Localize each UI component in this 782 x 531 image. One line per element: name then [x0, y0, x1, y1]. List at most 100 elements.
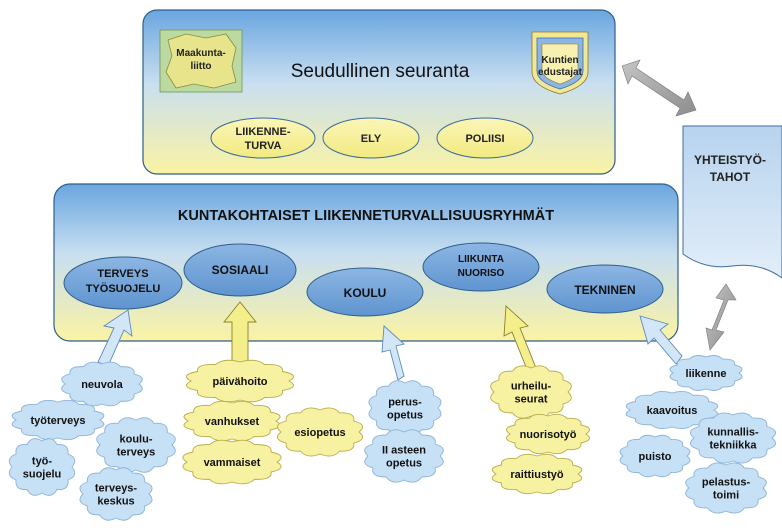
kuntien-line1: Kuntien: [541, 55, 578, 66]
cloud-technical-1-label-0: kaavoitus: [647, 405, 698, 417]
double-arrow-partners-technical: [705, 283, 737, 351]
cloud-youth-0-label-0: urheilu-: [511, 380, 552, 392]
cloud-health-2: koulu-terveys: [96, 417, 176, 473]
group-sosiaali-oval: SOSIAALI: [183, 243, 297, 297]
up-arrow-technical: [639, 315, 683, 365]
municipal-title: KUNTAKOHTAISET LIIKENNETURVALLISUUSRYHMÄ…: [178, 207, 554, 224]
agency-poliisi-oval: POLIISI: [436, 117, 534, 159]
cloud-health-3-label-1: suojelu: [23, 468, 62, 480]
agency-ely-oval: ELY: [322, 117, 420, 159]
cloud-technical-0-label-0: liikenne: [686, 368, 727, 380]
cloud-youth-2-shape: [491, 453, 583, 495]
cloud-school-0-shape: [368, 380, 442, 436]
cloud-social-0-shape: [186, 359, 294, 403]
cloud-youth-1-label-0: nuorisotyö: [520, 429, 577, 441]
cloud-health-3-shape: [8, 438, 76, 496]
cloud-technical-1-shape: [625, 390, 719, 430]
cloud-health-3-label-0: työ-: [32, 455, 53, 467]
cloud-technical-2-label-1: tekniikka: [709, 439, 757, 451]
cloud-technical-4-shape: [685, 462, 767, 514]
cloud-youth-0: urheilu-seurat: [490, 365, 572, 419]
regional-title: Seudullinen seuranta: [291, 61, 470, 82]
agency-liikenneturva-line1: LIIKENNE-: [236, 126, 291, 138]
up-arrow-school: [381, 325, 405, 381]
double-arrow-regional-partners: [621, 59, 697, 117]
regional-monitoring-box: Seudullinen seuranta Maakunta- liitto Ku…: [142, 9, 616, 175]
cloud-technical-4-label-1: toimi: [713, 489, 739, 501]
municipal-groups-box: KUNTAKOHTAISET LIIKENNETURVALLISUUSRYHMÄ…: [53, 183, 679, 342]
cloud-layer: neuvola työterveys koulu-terveys työ-suojel…: [8, 355, 777, 521]
maakuntaliitto-map-icon: Maakunta- liitto: [159, 29, 243, 93]
cloud-health-1-label-0: työterveys: [30, 415, 85, 427]
cloud-school-1-shape: [364, 429, 444, 483]
cloud-health-4-shape: [79, 467, 153, 521]
partners-document: YHTEISTYÖ- TAHOT: [682, 125, 782, 279]
cloud-youth-1-shape: [506, 413, 590, 455]
up-arrow-youth: [503, 305, 537, 373]
cloud-technical-2-shape: [689, 412, 777, 464]
cloud-health-1-shape: [11, 399, 105, 441]
cloud-youth-2-label-0: raittiustyö: [510, 469, 563, 481]
cloud-social-2-shape: [276, 407, 364, 457]
up-arrow-health: [97, 309, 133, 367]
cloud-health-2-label-1: terveys: [117, 446, 156, 458]
group-liikunta-line2: NUORISO: [458, 268, 505, 279]
cloud-health-2-label-0: koulu-: [120, 433, 153, 445]
cloud-social-2: esiopetus: [276, 407, 364, 457]
maakunta-line1: Maakunta-: [176, 48, 225, 59]
cloud-technical-0-shape: [669, 355, 743, 391]
cloud-technical-4: pelastus-toimi: [685, 462, 767, 514]
cloud-technical-0: liikenne: [669, 355, 743, 391]
group-terveys-oval: TERVEYS TYÖSUOJELU: [63, 256, 183, 310]
cloud-school-1-label-0: II asteen: [382, 444, 426, 456]
cloud-technical-3-label-0: puisto: [639, 451, 672, 463]
maakunta-line2: liitto: [190, 61, 211, 72]
cloud-school-0-label-1: opetus: [387, 409, 423, 421]
cloud-social-3-shape: [182, 439, 282, 485]
cloud-technical-2: kunnallis-tekniikka: [689, 412, 777, 464]
group-terveys-line2: TYÖSUOJELU: [86, 282, 161, 295]
up-arrow-social: [223, 301, 257, 363]
group-liikunta-line1: LIIKUNTA: [458, 254, 504, 265]
cloud-social-2-label-0: esiopetus: [294, 427, 345, 439]
cloud-health-0-shape: [61, 361, 143, 407]
group-koulu-label: KOULU: [344, 286, 387, 300]
cloud-youth-2: raittiustyö: [491, 453, 583, 495]
cloud-social-0-label-0: päivähoito: [212, 376, 267, 388]
cloud-social-1: vanhukset: [183, 400, 281, 442]
cloud-health-2-shape: [96, 417, 176, 473]
group-tekninen-oval: TEKNINEN: [546, 264, 664, 314]
cloud-health-3: työ-suojelu: [8, 438, 76, 496]
cloud-youth-0-shape: [490, 365, 572, 419]
cloud-school-0: perus-opetus: [368, 380, 442, 436]
cloud-health-4: terveys-keskus: [79, 467, 153, 521]
cloud-youth-1: nuorisotyö: [506, 413, 590, 455]
agency-liikenneturva-line2: TURVA: [245, 140, 282, 152]
agency-poliisi-label: POLIISI: [465, 133, 504, 145]
partners-line2: TAHOT: [710, 170, 751, 184]
cloud-health-0-label-0: neuvola: [81, 379, 123, 391]
kuntien-line2: edustajat: [538, 67, 583, 78]
cloud-health-1: työterveys: [11, 399, 105, 441]
group-liikunta-oval: LIIKUNTA NUORISO: [422, 242, 540, 292]
group-koulu-oval: KOULU: [306, 267, 424, 317]
agency-ely-label: ELY: [361, 133, 382, 145]
cloud-social-3: vammaiset: [182, 439, 282, 485]
cloud-health-4-label-0: terveys-: [95, 482, 138, 494]
agency-liikenneturva-oval: LIIKENNE- TURVA: [210, 117, 316, 159]
cloud-technical-4-label-0: pelastus-: [702, 476, 751, 488]
kuntien-edustajat-shield-icon: Kuntien edustajat: [531, 31, 589, 95]
partners-line1: YHTEISTYÖ-: [694, 152, 766, 167]
cloud-social-3-label-0: vammaiset: [204, 457, 261, 469]
cloud-youth-0-label-1: seurat: [514, 393, 547, 405]
cloud-school-1-label-1: opetus: [386, 457, 422, 469]
cloud-technical-3-shape: [619, 434, 691, 478]
cloud-school-0-label-0: perus-: [388, 396, 422, 408]
group-sosiaali-label: SOSIAALI: [212, 263, 269, 277]
cloud-technical-1: kaavoitus: [625, 390, 719, 430]
group-terveys-line1: TERVEYS: [97, 268, 148, 280]
cloud-technical-2-label-0: kunnallis-: [707, 426, 759, 438]
cloud-social-0: päivähoito: [186, 359, 294, 403]
